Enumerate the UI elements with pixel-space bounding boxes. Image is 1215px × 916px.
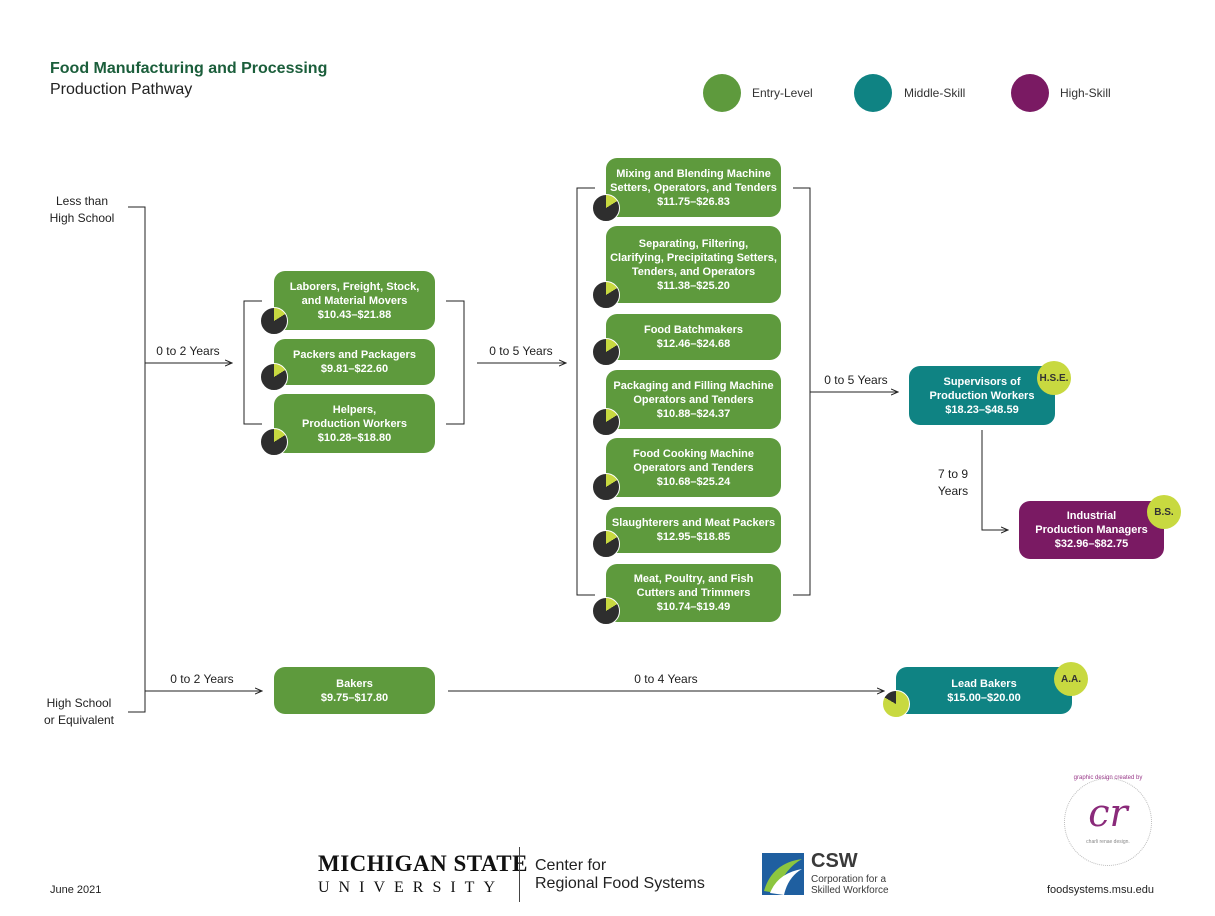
- legend-label-middle: Middle-Skill: [904, 86, 966, 100]
- msu-logo-bottom: UNIVERSITY: [318, 879, 504, 896]
- occupation-name: Slaughterers and Meat Packers: [611, 517, 776, 529]
- degree-badge-bs: B.S.: [1147, 495, 1181, 529]
- occupation-name: Food Batchmakers: [643, 324, 744, 336]
- occupation-card-laborers[interactable]: Laborers, Freight, Stock, and Material M…: [274, 271, 435, 330]
- occupation-card-helpers[interactable]: Helpers, Production Workers $10.28–$18.8…: [274, 394, 435, 453]
- footer-date: June 2021: [50, 884, 102, 896]
- education-pie-icon: [592, 194, 620, 222]
- legend-label-entry: Entry-Level: [752, 86, 813, 100]
- occupation-wage: $11.75–$26.83: [657, 195, 730, 208]
- page-subtitle: Production Pathway: [50, 81, 193, 98]
- occupation-card-mixing[interactable]: Mixing and Blending Machine Setters, Ope…: [606, 158, 781, 217]
- occupation-name: Packaging and Filling Machine Operators …: [613, 379, 774, 406]
- transition-label-5: 0 to 2 Years: [170, 672, 234, 686]
- legend-label-high: High-Skill: [1060, 86, 1111, 100]
- education-pie-icon: [882, 690, 910, 718]
- occupation-card-lead-bakers[interactable]: Lead Bakers $15.00–$20.00: [896, 667, 1072, 714]
- education-pie-icon: [592, 597, 620, 625]
- transition-label-4: 7 to 9 Years: [937, 467, 969, 498]
- education-pie-icon: [592, 408, 620, 436]
- education-pie-icon: [592, 281, 620, 309]
- designer-text: graphic design created by: [1073, 775, 1143, 781]
- occupation-name: Meat, Poultry, and Fish Cutters and Trim…: [633, 573, 754, 599]
- occupation-card-meat-cutters[interactable]: Meat, Poultry, and Fish Cutters and Trim…: [606, 564, 781, 622]
- occupation-card-packers[interactable]: Packers and Packagers $9.81–$22.60: [274, 339, 435, 385]
- occupation-wage: $9.81–$22.60: [320, 363, 389, 375]
- occupation-name: Lead Bakers: [951, 677, 1017, 690]
- occupation-card-managers[interactable]: Industrial Production Managers $32.96–$8…: [1019, 501, 1164, 559]
- occupation-wage: $15.00–$20.00: [947, 691, 1021, 704]
- occupation-name: Helpers, Production Workers: [302, 403, 407, 430]
- csw-logo-icon: [762, 853, 804, 895]
- csw-logo-text: CSW: [811, 850, 858, 872]
- legend-dot-high: [1011, 74, 1049, 112]
- occupation-name: Bakers: [336, 677, 373, 690]
- page-title: Food Manufacturing and Processing: [50, 60, 328, 77]
- occupation-name: Packers and Packagers: [293, 349, 416, 361]
- occupation-card-slaughterers[interactable]: Slaughterers and Meat Packers $12.95–$18…: [606, 507, 781, 553]
- education-pie-icon: [260, 428, 288, 456]
- occupation-card-batchmakers[interactable]: Food Batchmakers $12.46–$24.68: [606, 314, 781, 360]
- occupation-wage: $10.28–$18.80: [317, 431, 392, 444]
- transition-label-3: 0 to 5 Years: [824, 373, 888, 387]
- occupation-wage: $9.75–$17.80: [320, 691, 389, 704]
- transition-label-6: 0 to 4 Years: [634, 672, 698, 686]
- designer-logo: graphic design created by cr charli rena…: [1064, 775, 1152, 866]
- occupation-card-cooking[interactable]: Food Cooking Machine Operators and Tende…: [606, 438, 781, 497]
- education-pie-icon: [592, 338, 620, 366]
- education-less-than-hs: Less than High School: [49, 194, 115, 225]
- occupation-name: Separating, Filtering, Clarifying, Preci…: [610, 237, 777, 278]
- occupation-wage: $18.23–$48.59: [945, 403, 1019, 416]
- occupation-card-supervisors[interactable]: Supervisors of Production Workers $18.23…: [909, 366, 1055, 425]
- education-pie-icon: [592, 473, 620, 501]
- degree-badge-aa: A.A.: [1054, 662, 1088, 696]
- transition-label-2: 0 to 5 Years: [489, 344, 553, 358]
- occupation-wage: $12.95–$18.85: [656, 531, 731, 543]
- occupation-name: Supervisors of Production Workers: [929, 375, 1035, 402]
- occupation-wage: $12.46–$24.68: [656, 338, 731, 350]
- transition-label-1: 0 to 2 Years: [156, 344, 220, 358]
- occupation-card-packaging[interactable]: Packaging and Filling Machine Operators …: [606, 370, 781, 429]
- occupation-name: Laborers, Freight, Stock, and Material M…: [289, 280, 420, 307]
- crfs-logo-text: Center for Regional Food Systems: [535, 857, 705, 892]
- msu-logo-top: MICHIGAN STATE: [318, 851, 528, 876]
- degree-badge-hse: H.S.E.: [1037, 361, 1071, 395]
- occupation-name: Industrial Production Managers: [1035, 510, 1148, 536]
- education-pie-icon: [260, 363, 288, 391]
- legend-dot-middle: [854, 74, 892, 112]
- occupation-name: Food Cooking Machine Operators and Tende…: [633, 447, 754, 474]
- education-pie-icon: [260, 307, 288, 335]
- footer-url[interactable]: foodsystems.msu.edu: [1047, 884, 1154, 896]
- education-pie-icon: [592, 530, 620, 558]
- occupation-wage: $32.96–$82.75: [1054, 538, 1129, 550]
- logo-divider: [519, 847, 520, 902]
- csw-logo-subtext: Corporation for a Skilled Workforce: [811, 874, 889, 896]
- occupation-wage: $11.38–$25.20: [657, 279, 730, 292]
- occupation-wage: $10.88–$24.37: [656, 407, 731, 420]
- occupation-name: Mixing and Blending Machine Setters, Ope…: [610, 167, 777, 194]
- designer-sub: charli renae design.: [1086, 839, 1130, 845]
- occupation-card-separating[interactable]: Separating, Filtering, Clarifying, Preci…: [606, 226, 781, 303]
- occupation-wage: $10.74–$19.49: [656, 601, 731, 613]
- occupation-wage: $10.43–$21.88: [317, 308, 392, 321]
- legend-dot-entry: [703, 74, 741, 112]
- occupation-card-bakers[interactable]: Bakers $9.75–$17.80: [274, 667, 435, 714]
- occupation-wage: $10.68–$25.24: [656, 475, 731, 488]
- education-hs-equivalent: High School or Equivalent: [43, 696, 115, 727]
- designer-mark: cr: [1088, 791, 1128, 835]
